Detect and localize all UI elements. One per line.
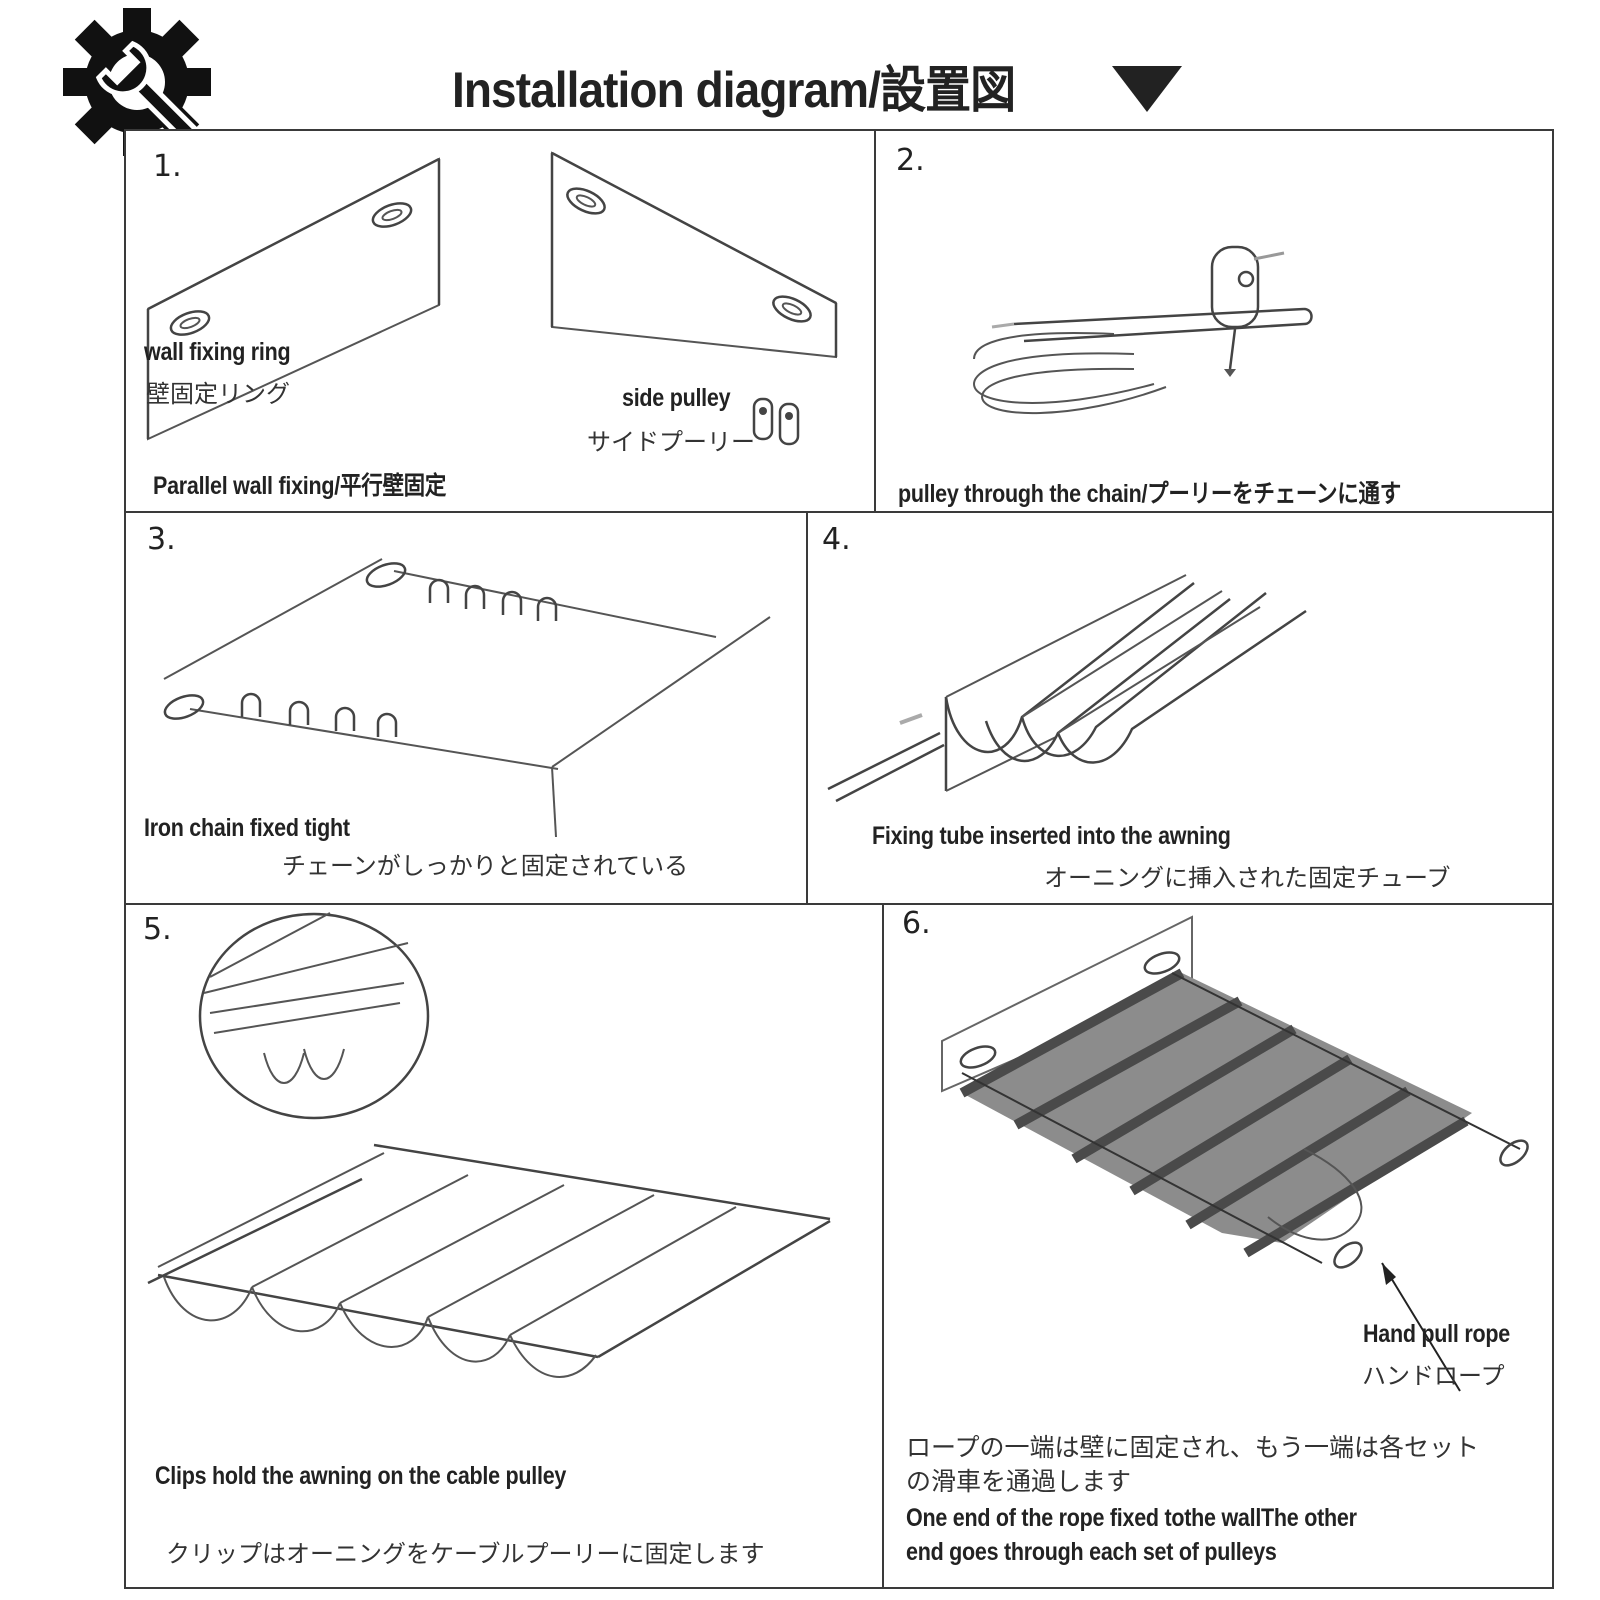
step-2-panel <box>874 129 1554 515</box>
step-4-label: Fixing tube inserted into the awning <box>872 822 1231 850</box>
step-6-desc-en-1: One end of the rope fixed tothe wallThe … <box>906 1504 1357 1532</box>
side-pulley-label-ja: サイドプーリー <box>587 428 755 456</box>
step-number: 4. <box>822 522 851 557</box>
step-number: 5. <box>143 912 172 947</box>
step-2-caption: pulley through the chain/プーリーをチェーンに通す <box>898 480 1402 508</box>
step-6-desc-en-2: end goes through each set of pulleys <box>906 1538 1277 1566</box>
hand-pull-rope-illustration <box>941 915 1529 1392</box>
side-pulley-icon <box>752 397 800 446</box>
step-1-caption: Parallel wall fixing/平行壁固定 <box>153 472 447 500</box>
clips-awning-illustration <box>147 912 831 1378</box>
step-6-desc-ja-1: ロープの一端は壁に固定され、もう一端は各セット <box>906 1433 1480 1462</box>
hand-pull-rope-label: Hand pull rope <box>1363 1320 1510 1348</box>
step-6-desc-ja-2: の滑車を通過します <box>906 1467 1132 1496</box>
wall-ring-icon <box>1499 1139 1529 1167</box>
wall-ring-icon <box>772 295 812 323</box>
step-number: 2. <box>896 143 925 178</box>
wall-plates-illustration <box>146 151 838 446</box>
chain-fixed-illustration <box>163 558 771 838</box>
step-number: 6. <box>902 906 931 941</box>
step-4-label-ja: オーニングに挿入された固定チューブ <box>1044 864 1451 892</box>
wall-ring-icon <box>1143 951 1181 975</box>
step-number: 3. <box>147 522 176 557</box>
wall-fixing-ring-label: wall fixing ring <box>144 338 291 366</box>
wall-fixing-ring-label-ja: 壁固定リング <box>146 380 290 408</box>
wall-ring-icon <box>1333 1241 1363 1269</box>
page-title: Installation diagram/設置図 <box>452 62 1016 118</box>
wall-ring-icon <box>371 202 413 228</box>
step-number: 1. <box>153 149 182 184</box>
step-3-label-ja: チェーンがしっかりと固定されている <box>282 852 689 880</box>
step-5-label-ja: クリップはオーニングをケーブルプーリーに固定します <box>166 1540 765 1568</box>
step-1-panel <box>124 129 880 515</box>
down-triangle-icon <box>1112 66 1182 112</box>
wall-ring-icon <box>959 1045 997 1069</box>
hand-pull-rope-label-ja: ハンドロープ <box>1362 1362 1505 1390</box>
step-3-label: Iron chain fixed tight <box>144 814 350 842</box>
detail-magnifier <box>198 912 430 1120</box>
side-pulley-label: side pulley <box>622 384 731 412</box>
wall-ring-icon <box>566 187 606 215</box>
pulley-chain-illustration <box>972 245 1313 415</box>
wall-ring-icon <box>169 310 211 336</box>
step-5-label: Clips hold the awning on the cable pulle… <box>155 1462 567 1490</box>
wall-ring-icon <box>365 562 407 588</box>
wall-ring-icon <box>163 694 205 720</box>
fixing-tube-illustration <box>827 574 1307 803</box>
